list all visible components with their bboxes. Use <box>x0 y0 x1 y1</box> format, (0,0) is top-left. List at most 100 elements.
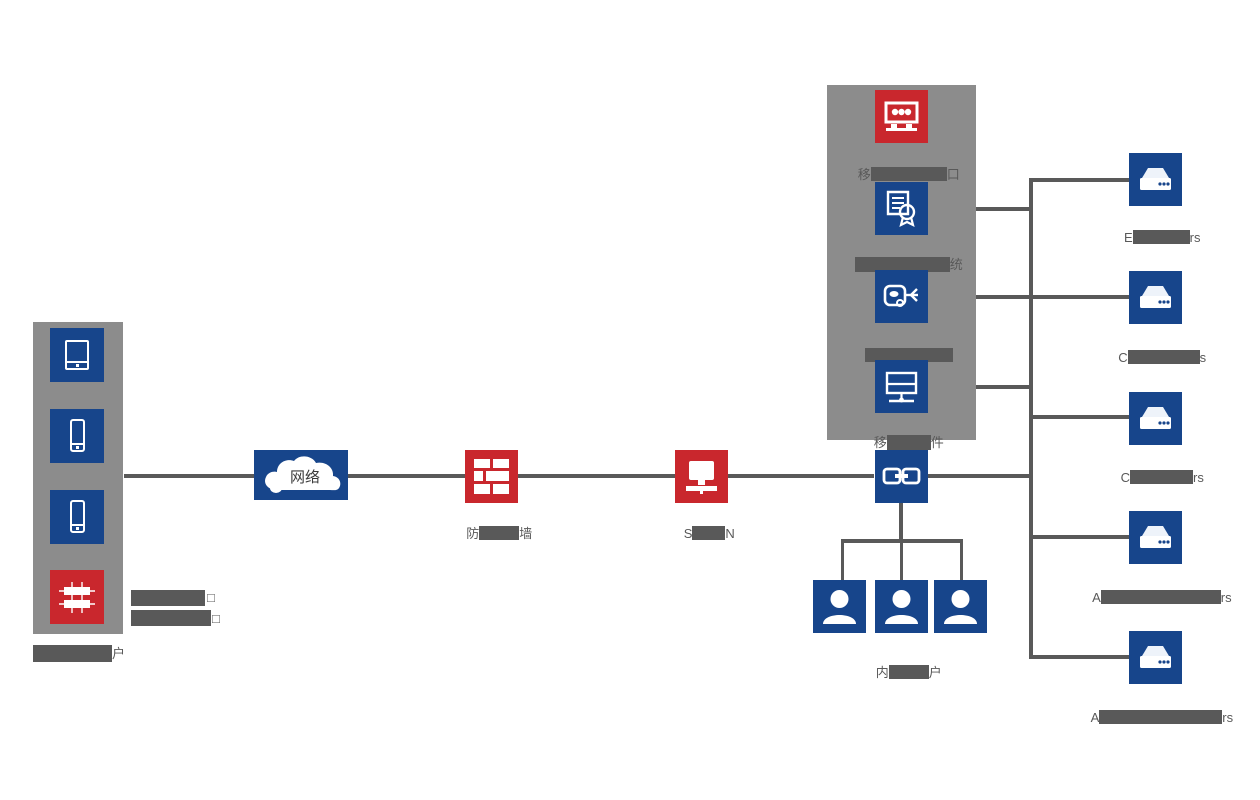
server-label-5-prefix: A <box>1090 710 1100 725</box>
certificate-label: 统 <box>838 239 965 290</box>
server-icon <box>1140 286 1171 308</box>
tablet-icon <box>65 340 89 370</box>
gateway-icon-tile[interactable] <box>875 90 928 143</box>
cloud-label-text: 网络 <box>289 469 320 486</box>
cloud-icon-tile[interactable] <box>254 450 348 500</box>
connector-monitor-to-bus <box>928 385 1032 389</box>
server-label-1-suffix: rs <box>1189 230 1201 245</box>
certificate-label-redaction <box>854 257 950 272</box>
server-icon <box>1140 407 1171 429</box>
usb-key-icon <box>883 284 918 307</box>
user-icon-tile-2[interactable] <box>875 580 928 633</box>
device-label-line2: □ <box>212 611 220 626</box>
server-label-1-redaction <box>1132 230 1190 244</box>
vpn-gateway-icon <box>686 461 717 494</box>
gateway-label-suffix: 口 <box>946 167 960 182</box>
firewall-icon-tile[interactable] <box>465 450 518 503</box>
server-icon <box>1140 526 1171 548</box>
vpn-label-redaction <box>692 526 726 540</box>
connector-bus-to-server-5 <box>1029 655 1129 659</box>
server-label-4-redaction <box>1100 590 1221 604</box>
monitor-label-redaction <box>886 435 931 450</box>
tablet-icon-tile[interactable] <box>50 328 104 382</box>
connector-devices-to-cloud <box>124 474 254 478</box>
certificate-icon <box>886 190 916 228</box>
client-group-label-redaction <box>33 645 112 662</box>
server-icon-tile-4[interactable] <box>1129 511 1182 564</box>
user-icon <box>823 590 856 624</box>
server-icon-tile-5[interactable] <box>1129 631 1182 684</box>
cloud-icon <box>265 456 341 493</box>
server-icon <box>1140 646 1171 668</box>
connector-bus-to-server-2 <box>1029 295 1129 299</box>
vpn-label-prefix: S <box>683 526 693 541</box>
usb-key-icon-tile[interactable] <box>875 270 928 323</box>
link-icon <box>882 467 921 485</box>
gateway-label-redaction <box>870 167 947 181</box>
firewall-icon <box>474 459 509 494</box>
mobile-phone-icon-tile[interactable] <box>50 490 104 544</box>
network-device-icon-tile[interactable] <box>50 570 104 624</box>
internal-users-label-prefix: 内 <box>875 665 889 680</box>
server-icon-tile-3[interactable] <box>1129 392 1182 445</box>
internal-users-label: 内户 <box>838 647 965 698</box>
monitor-icon <box>885 371 918 403</box>
network-device-icon <box>59 582 95 613</box>
firewall-label: 防墙 <box>440 508 544 559</box>
device-label-line1-redaction <box>131 590 205 606</box>
gateway-icon <box>884 101 919 131</box>
connector-firewall-to-vpn <box>518 474 675 478</box>
connector-link-to-server-bus <box>928 474 1032 478</box>
gateway-label: 移口 <box>838 149 965 200</box>
server-icon-tile-2[interactable] <box>1129 271 1182 324</box>
certificate-label-suffix: 统 <box>949 257 963 272</box>
server-label-5-suffix: rs <box>1222 710 1234 725</box>
server-label-4-prefix: A <box>1092 590 1101 605</box>
server-icon <box>1140 168 1171 190</box>
user-icon <box>944 590 977 624</box>
mobile-phone-icon <box>70 500 85 533</box>
internal-users-label-suffix: 户 <box>928 665 942 680</box>
usb-key-label <box>838 330 965 381</box>
connector-certificate-to-bus <box>928 207 1032 211</box>
smartphone-icon <box>70 419 85 452</box>
vpn-label-suffix: N <box>725 526 735 541</box>
server-label-2-redaction <box>1127 350 1200 364</box>
connector-vpn-to-link <box>728 474 874 478</box>
certificate-icon-tile[interactable] <box>875 182 928 235</box>
connector-usbkey-to-bus <box>928 295 1032 299</box>
connector-cloud-to-firewall <box>348 474 465 478</box>
monitor-label: 移件 <box>838 417 965 468</box>
device-label-line2-redaction <box>131 610 211 626</box>
server-label-1-prefix: E <box>1123 230 1133 245</box>
monitor-label-prefix: 移 <box>873 435 887 450</box>
firewall-label-suffix: 墙 <box>519 526 533 541</box>
user-icon-tile-3[interactable] <box>934 580 987 633</box>
smartphone-icon-tile[interactable] <box>50 409 104 463</box>
client-group-label: 户 <box>112 646 126 661</box>
link-icon-tile[interactable] <box>875 450 928 503</box>
server-label-4-suffix: rs <box>1220 590 1232 605</box>
connector-link-down <box>899 500 903 541</box>
server-label-3-prefix: C <box>1120 470 1130 485</box>
user-icon <box>885 590 918 624</box>
gateway-label-prefix: 移 <box>857 167 871 182</box>
connector-user-drop-1 <box>841 539 844 581</box>
server-icon-tile-1[interactable] <box>1129 153 1182 206</box>
firewall-label-redaction <box>479 526 520 540</box>
connector-bus-to-server-4 <box>1029 535 1129 539</box>
server-label-5-redaction <box>1099 710 1223 724</box>
connector-bus-to-server-3 <box>1029 415 1129 419</box>
vpn-gateway-icon-tile[interactable] <box>675 450 728 503</box>
connector-user-drop-2 <box>900 539 903 581</box>
user-icon-tile-1[interactable] <box>813 580 866 633</box>
device-label-line1: □ <box>207 590 215 605</box>
monitor-icon-tile[interactable] <box>875 360 928 413</box>
internal-users-label-redaction <box>888 665 929 679</box>
usb-key-label-redaction <box>864 348 953 362</box>
